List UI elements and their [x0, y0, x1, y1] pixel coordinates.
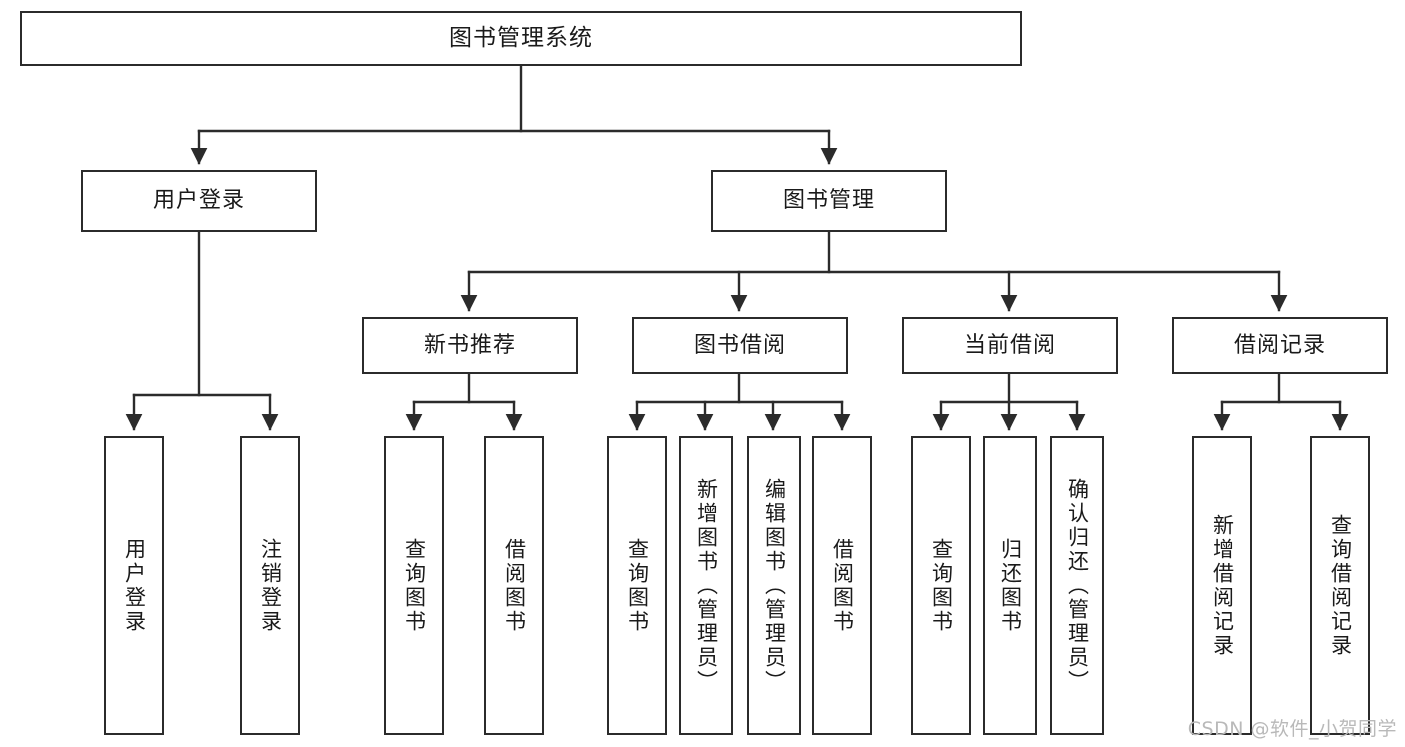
node-borrow-record[interactable]: 借阅记录 [1172, 317, 1388, 374]
node-leaf-current-borrow-confirm[interactable]: 确认归还（管理员） [1050, 436, 1104, 735]
node-book-manage-label: 图书管理 [782, 188, 875, 214]
node-leaf-label: 确认归还（管理员） [1065, 477, 1090, 694]
node-user-login-label: 用户登录 [152, 188, 245, 214]
node-new-book-recommend[interactable]: 新书推荐 [362, 317, 578, 374]
node-current-borrow[interactable]: 当前借阅 [902, 317, 1118, 374]
node-user-login[interactable]: 用户登录 [81, 170, 317, 232]
node-leaf-new-book-query[interactable]: 查询图书 [384, 436, 444, 735]
watermark: CSDN @软件_小贺同学 [1187, 718, 1397, 740]
node-book-manage[interactable]: 图书管理 [711, 170, 947, 232]
node-leaf-label: 编辑图书（管理员） [762, 477, 787, 694]
node-book-borrow-label: 图书借阅 [693, 332, 786, 358]
node-leaf-label: 查询借阅记录 [1328, 513, 1353, 658]
node-leaf-label: 查询图书 [402, 537, 427, 634]
node-current-borrow-label: 当前借阅 [963, 332, 1056, 358]
node-leaf-borrow-record-query[interactable]: 查询借阅记录 [1310, 436, 1370, 735]
node-book-borrow[interactable]: 图书借阅 [632, 317, 848, 374]
node-leaf-label: 查询图书 [929, 537, 954, 634]
node-leaf-label: 新增借阅记录 [1210, 513, 1235, 658]
node-leaf-book-borrow-query[interactable]: 查询图书 [607, 436, 667, 735]
node-leaf-user-login-logout[interactable]: 注销登录 [240, 436, 300, 735]
node-leaf-label: 查询图书 [625, 537, 650, 634]
node-leaf-current-borrow-return[interactable]: 归还图书 [983, 436, 1037, 735]
node-leaf-book-borrow-edit[interactable]: 编辑图书（管理员） [747, 436, 801, 735]
node-leaf-label: 归还图书 [998, 537, 1023, 634]
node-root[interactable]: 图书管理系统 [20, 11, 1022, 66]
node-root-label: 图书管理系统 [449, 25, 593, 52]
node-leaf-label: 借阅图书 [502, 537, 527, 634]
node-leaf-borrow-record-add[interactable]: 新增借阅记录 [1192, 436, 1252, 735]
node-leaf-current-borrow-query[interactable]: 查询图书 [911, 436, 971, 735]
node-leaf-label: 注销登录 [258, 537, 283, 634]
node-leaf-new-book-borrow[interactable]: 借阅图书 [484, 436, 544, 735]
node-leaf-label: 借阅图书 [830, 537, 855, 634]
node-borrow-record-label: 借阅记录 [1233, 332, 1326, 358]
node-leaf-label: 新增图书（管理员） [694, 477, 719, 694]
node-leaf-book-borrow-borrow[interactable]: 借阅图书 [812, 436, 872, 735]
node-new-book-recommend-label: 新书推荐 [423, 332, 516, 358]
node-leaf-book-borrow-add[interactable]: 新增图书（管理员） [679, 436, 733, 735]
node-leaf-user-login-login[interactable]: 用户登录 [104, 436, 164, 735]
node-leaf-label: 用户登录 [122, 537, 147, 634]
